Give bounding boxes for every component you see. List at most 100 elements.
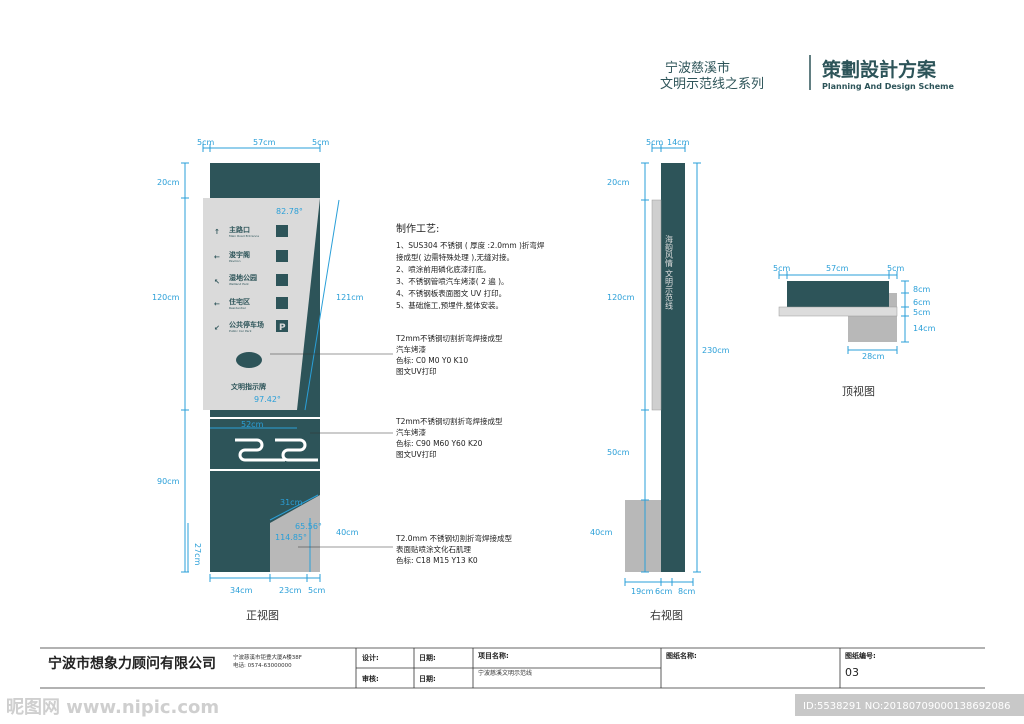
dim-label: 20cm (607, 178, 630, 187)
dim-label: 34cm (230, 586, 253, 595)
dim-label: 90cm (157, 477, 180, 486)
design-label: 设计: (362, 653, 379, 662)
watermark-id: ID:5538291 NO:20180709000138692086 (803, 701, 1011, 712)
dim-label: 57cm (253, 138, 276, 147)
dim-label: 52cm (241, 420, 264, 429)
callout-panel: T2mm不锈钢切割折弯焊接成型 汽车烤漆 色标: C0 M0 Y0 K10 图文… (395, 333, 503, 376)
sign-label-en: Main Road Entrance (229, 234, 259, 238)
cloud-pattern (235, 438, 318, 462)
dim-label: 121cm (336, 293, 364, 302)
callout-line: 色标: C0 M0 Y0 K10 (396, 355, 468, 365)
logo-subtitle: Planning And Design Scheme (822, 82, 954, 91)
side-vertical-text: 海韵风情 文明示范线 (665, 234, 674, 310)
dim-label: 230cm (702, 346, 730, 355)
process-line: 4、不锈钢板表面图文 UV 打印。 (396, 288, 506, 298)
building-icon (276, 250, 288, 262)
sign-label-en: Pavilion (229, 259, 241, 263)
callout-line: 汽车烤漆 (396, 427, 426, 437)
sign-label: 浚宇阁 (229, 250, 250, 259)
review-label: 审核: (362, 674, 379, 683)
callout-line: 色标: C18 M15 Y13 K0 (396, 555, 478, 565)
parking-letter: P (279, 323, 286, 333)
callout-base: T2.0mm 不锈钢切割折弯焊接成型 表面贴喷涂文化石肌理 色标: C18 M1… (395, 533, 513, 565)
arrow: ← (214, 300, 220, 308)
process-notes: 制作工艺: 1、SUS304 不锈钢 ( 厚度 :2.0mm )折弯焊 接成型(… (396, 222, 545, 310)
title-block: 宁波市想象力顾问有限公司 宁波慈溪市钜豊大厦A楼38F 电话: 0574-630… (40, 647, 985, 689)
company-address: 宁波慈溪市钜豊大厦A楼38F (233, 653, 302, 661)
process-line: 1、SUS304 不锈钢 ( 厚度 :2.0mm )折弯焊 (396, 240, 545, 250)
callout-line: 汽车烤漆 (396, 344, 426, 354)
dim-label: 40cm (590, 528, 613, 537)
callout-line: 图文UV打印 (396, 449, 437, 459)
sign-item: ↑ 主路口 Main Road Entrance (214, 225, 288, 238)
top-view-caption: 顶视图 (842, 384, 875, 398)
header: 宁波慈溪市 文明示范线之系列 策劃設計方案 Planning And Desig… (660, 55, 954, 92)
watermark-site: 昵图网 www.nipic.com (6, 697, 219, 718)
dim-label: 5cm (887, 264, 904, 273)
sign-item: ↙ 公共停车场 Public Car Park P (214, 320, 288, 333)
dim-label: 5cm (913, 308, 930, 317)
process-line: 3、不锈钢管喷汽车烤漆( 2 遍 )。 (396, 276, 509, 286)
angle-label: 82.78° (276, 207, 303, 216)
watermark-id-box (795, 694, 1024, 716)
dim-label: 40cm (336, 528, 359, 537)
logo-title: 策劃設計方案 (822, 58, 937, 81)
dim-label: 5cm (308, 586, 325, 595)
side-view-caption: 右视图 (650, 608, 683, 622)
drawing-name-label: 图纸名称: (666, 651, 697, 660)
emblem-icon (236, 352, 262, 368)
callout-line: 表面贴喷涂文化石肌理 (396, 544, 471, 554)
dim-label: 6cm (655, 587, 672, 596)
junction-icon (276, 225, 288, 237)
sign-footer: 文明指示牌 (231, 382, 266, 391)
project-label: 项目名称: (478, 651, 509, 660)
callout-line: T2.0mm 不锈钢切割折弯焊接成型 (395, 533, 513, 543)
dim-label: 28cm (862, 352, 885, 361)
sign-item: ↖ 湿地公园 Wetland Park (214, 273, 288, 286)
side-view: 海韵风情 文明示范线 5cm 14cm 20cm 120cm 230cm 50c… (590, 138, 730, 622)
drawing-number-label: 图纸编号: (845, 651, 876, 660)
process-title: 制作工艺: (396, 222, 439, 235)
dim-label: 19cm (631, 587, 654, 596)
arrow: ↖ (214, 278, 220, 286)
dim-label: 23cm (279, 586, 302, 595)
series-title-line1: 宁波慈溪市 (665, 60, 730, 76)
callout-line: T2mm不锈钢切割折弯焊接成型 (395, 333, 503, 343)
dim-label: 8cm (678, 587, 695, 596)
callout-line: T2mm不锈钢切割折弯焊接成型 (395, 416, 503, 426)
front-view-caption: 正视图 (246, 608, 279, 622)
process-line: 5、基础施工,预埋件,整体安装。 (396, 300, 503, 310)
dim-label: 27cm (193, 543, 202, 566)
side-panel (651, 199, 662, 411)
sign-label: 湿地公园 (229, 273, 257, 282)
sign-item: ← 住宅区 Residential (214, 297, 288, 310)
dim-label: 5cm (646, 138, 663, 147)
sign-panel (203, 198, 320, 410)
side-dimension-lines (624, 144, 701, 586)
dim-label: 120cm (607, 293, 635, 302)
arrow: ↙ (214, 324, 220, 332)
dim-label: 14cm (913, 324, 936, 333)
sign-label: 公共停车场 (229, 320, 264, 329)
leader-lines (270, 353, 393, 548)
sign-label-en: Public Car Park (229, 329, 252, 333)
process-line: 2、喷涂前用磷化底漆打底。 (396, 264, 491, 274)
side-stone-base (625, 500, 661, 572)
angle-label: 65.56° (295, 522, 322, 531)
arrow: ↑ (214, 228, 220, 236)
dim-label: 14cm (667, 138, 690, 147)
dim-label: 50cm (607, 448, 630, 457)
dim-label: 5cm (312, 138, 329, 147)
sign-label: 主路口 (229, 225, 250, 234)
arrow: ← (214, 253, 220, 261)
top-view: 5cm 57cm 5cm 8cm 6cm 5cm 14cm 28cm 顶视图 (773, 264, 936, 398)
angle-label: 97.42° (254, 395, 281, 404)
callout-line: 图文UV打印 (396, 366, 437, 376)
company-name: 宁波市想象力顾问有限公司 (48, 655, 216, 672)
dim-label: 20cm (157, 178, 180, 187)
dim-label: 120cm (152, 293, 180, 302)
drawing-number: 03 (845, 666, 859, 679)
callout-line: 色标: C90 M60 Y60 K20 (396, 438, 483, 448)
